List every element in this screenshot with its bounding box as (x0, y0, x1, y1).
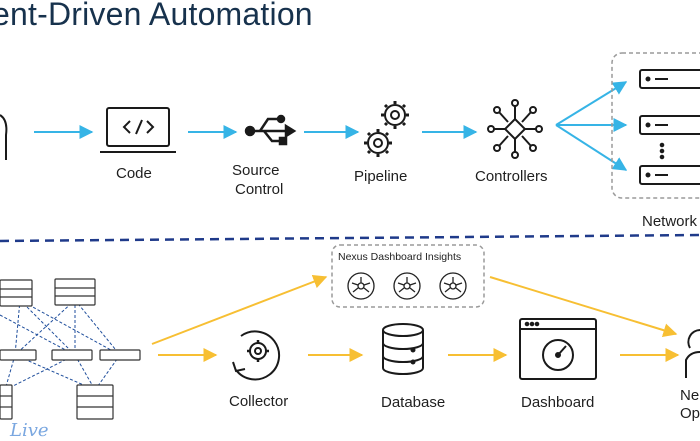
person-icon (685, 329, 700, 378)
dashboard-label: Dashboard (521, 394, 595, 411)
arrow-controllers-to-switch1 (555, 81, 628, 126)
network-label: Network (642, 213, 698, 230)
controllers-label: Controllers (475, 168, 548, 185)
server-rack-icon (639, 69, 700, 185)
insights-box (331, 244, 485, 308)
source-control-label-line1: Source (232, 162, 280, 179)
gears-pipeline-icon (364, 101, 409, 157)
network-group-box (611, 52, 700, 199)
arrow-controllers-to-switch3 (555, 124, 628, 171)
pipeline-label: Pipeline (354, 168, 408, 185)
section-divider (0, 233, 700, 243)
database-label: Database (381, 394, 446, 411)
usb-source-control-icon (244, 114, 297, 146)
operations-label-line1: Ne (680, 387, 700, 404)
code-icon (100, 107, 176, 153)
network-topology (0, 278, 141, 420)
insights-node-icon (347, 272, 467, 300)
partial-icon-left (0, 114, 8, 160)
operations-label-line2: Op (680, 405, 700, 422)
database-icon (382, 323, 424, 375)
dashboard-gauge-icon (519, 318, 597, 380)
arrow-insights-to-ops (489, 276, 678, 338)
arrow-topology-to-insights (151, 274, 328, 345)
insights-title: Nexus Dashboard Insights (338, 251, 462, 263)
source-control-label-line2: Control (235, 181, 284, 198)
page-title: ent-Driven Automation (0, 0, 313, 32)
code-label: Code (116, 165, 152, 182)
collector-gear-icon (232, 330, 281, 381)
collector-label: Collector (229, 393, 289, 410)
controller-hub-icon (487, 99, 543, 159)
event-watermark: Live (10, 420, 49, 441)
